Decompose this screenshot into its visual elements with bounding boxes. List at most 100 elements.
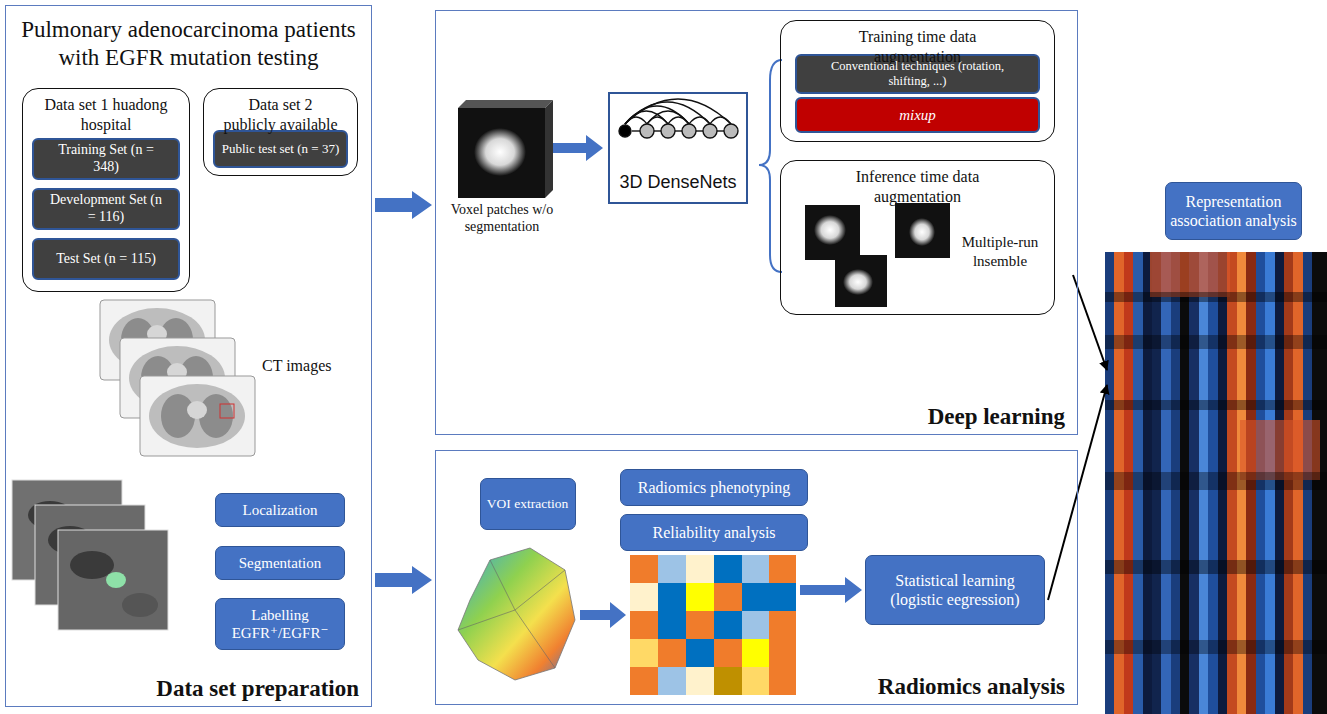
node-text: Deep learning bbox=[928, 403, 1065, 431]
heatmap bbox=[1240, 420, 1320, 480]
step-box: Localization bbox=[215, 493, 345, 527]
densenet-graph bbox=[703, 124, 717, 138]
augmentation-group: Training time data augmentationConventio… bbox=[780, 20, 1055, 142]
node-subtext: Data set preparation bbox=[156, 675, 359, 703]
feature-grid bbox=[714, 639, 742, 667]
feature-grid bbox=[714, 555, 742, 583]
ct-slice bbox=[140, 376, 255, 456]
ct-crop bbox=[58, 530, 168, 630]
node-text: Data set 2 publicly available bbox=[223, 95, 339, 135]
feature-grid bbox=[742, 639, 769, 667]
feature-grid bbox=[769, 555, 796, 583]
densenet-graph bbox=[654, 130, 661, 131]
voxel-patch bbox=[458, 108, 545, 198]
augmentation-group: Inference time data augmentationMultiple… bbox=[780, 160, 1055, 315]
feature-grid bbox=[769, 583, 796, 611]
heatmap bbox=[1105, 292, 1327, 302]
node-text: Radiomics analysis bbox=[878, 673, 1065, 701]
node-text: Segmentation bbox=[239, 554, 322, 572]
dataset-group: Data set 1 huadong hospitalTraining Set … bbox=[22, 88, 190, 292]
step-box: Reliability analysis bbox=[620, 514, 808, 551]
feature-grid bbox=[658, 639, 686, 667]
technique-box: mixup bbox=[795, 97, 1040, 133]
densenet-graph bbox=[619, 99, 738, 138]
voxel-patch bbox=[474, 128, 526, 176]
node-text: Test Set (n = 115) bbox=[56, 251, 156, 268]
heatmap bbox=[1105, 252, 1327, 714]
node-text: Statistical learning (logistic eegressio… bbox=[873, 571, 1038, 609]
ct-crop bbox=[58, 530, 168, 630]
node-text: 3D DenseNets bbox=[610, 172, 746, 194]
augmented-patch bbox=[835, 255, 887, 307]
ct-slice bbox=[149, 384, 245, 448]
feature-grid bbox=[630, 639, 658, 667]
feature-grid bbox=[742, 583, 769, 611]
dataset-group: Data set 2 publicly availablePublic test… bbox=[203, 88, 358, 176]
step-box: Labelling EGFR⁺/EGFR⁻ bbox=[215, 598, 345, 650]
step-box: Representation association analysis bbox=[1165, 182, 1302, 240]
voxel-patch bbox=[458, 100, 553, 198]
feature-grid bbox=[769, 639, 796, 667]
step-box: Radiomics phenotyping bbox=[620, 469, 808, 506]
feature-grid bbox=[742, 667, 769, 695]
flow-arrow bbox=[800, 577, 862, 603]
brace bbox=[759, 60, 782, 272]
densenet-graph bbox=[696, 130, 703, 131]
node-subtext: Multiple-run lnsemble bbox=[954, 233, 1046, 271]
augmented-patch bbox=[805, 203, 950, 307]
node-text: Data set 1 huadong hospital bbox=[44, 95, 168, 135]
feature-grid bbox=[686, 611, 714, 639]
feature-grid bbox=[686, 555, 714, 583]
densenet-graph bbox=[668, 117, 689, 124]
heatmap bbox=[1105, 252, 1327, 714]
ct-crop bbox=[70, 551, 114, 579]
section-panel: Radiomics analysis VOI extraction Radiomic… bbox=[435, 450, 1078, 705]
block-arrow bbox=[375, 566, 432, 594]
node-text: Training Set (n = 348) bbox=[47, 142, 165, 176]
node-text: Public test set (n = 37) bbox=[222, 141, 339, 157]
feature-grid bbox=[714, 583, 742, 611]
node-text: Labelling EGFR⁺/EGFR⁻ bbox=[224, 606, 336, 642]
densenet-graph bbox=[619, 125, 631, 137]
node-text: mixup bbox=[899, 106, 936, 124]
node-text: Pulmonary adenocarcinoma patients with E… bbox=[14, 16, 363, 71]
node-text: Conventional techniques (rotation, shift… bbox=[813, 59, 1023, 89]
dataset-box: Training Set (n = 348) bbox=[32, 138, 180, 180]
heatmap bbox=[1105, 560, 1327, 574]
ct-crop bbox=[58, 530, 168, 630]
flow-arrow bbox=[580, 602, 626, 628]
feature-grid bbox=[686, 639, 714, 667]
feature-grid bbox=[630, 555, 658, 583]
densenet-graph bbox=[689, 117, 710, 124]
densenet-graph bbox=[647, 111, 689, 124]
feature-grid bbox=[769, 611, 796, 639]
heatmap bbox=[1105, 640, 1327, 654]
node-text: VOI extraction bbox=[487, 496, 568, 512]
heatmap bbox=[1150, 252, 1230, 297]
feature-grid bbox=[630, 611, 658, 639]
heatmap bbox=[1105, 400, 1327, 410]
densenet-graph bbox=[682, 124, 696, 138]
feature-grid bbox=[742, 611, 769, 639]
feature-grid bbox=[714, 667, 742, 695]
section-panel: Pulmonary adenocarcinoma patients with E… bbox=[5, 5, 372, 707]
densenet-graph bbox=[640, 124, 654, 138]
dataset-box: Test Set (n = 115) bbox=[32, 238, 180, 280]
node-text: Representation association analysis bbox=[1170, 192, 1298, 230]
voi-shape bbox=[490, 560, 555, 668]
flow-arrow bbox=[553, 135, 603, 161]
node-text: Development Set (n = 116) bbox=[47, 192, 165, 226]
feature-grid bbox=[769, 667, 796, 695]
voi-shape bbox=[458, 548, 575, 680]
feature-grid bbox=[714, 611, 742, 639]
densenet-graph bbox=[625, 99, 731, 124]
voxel-patch bbox=[458, 100, 553, 108]
densenet-graph bbox=[661, 124, 675, 138]
densenet-graph bbox=[724, 124, 738, 138]
heatmap bbox=[1105, 335, 1327, 349]
densenet-graph bbox=[710, 117, 731, 124]
voxel-patch bbox=[545, 100, 553, 198]
densenet-graph bbox=[675, 130, 682, 131]
